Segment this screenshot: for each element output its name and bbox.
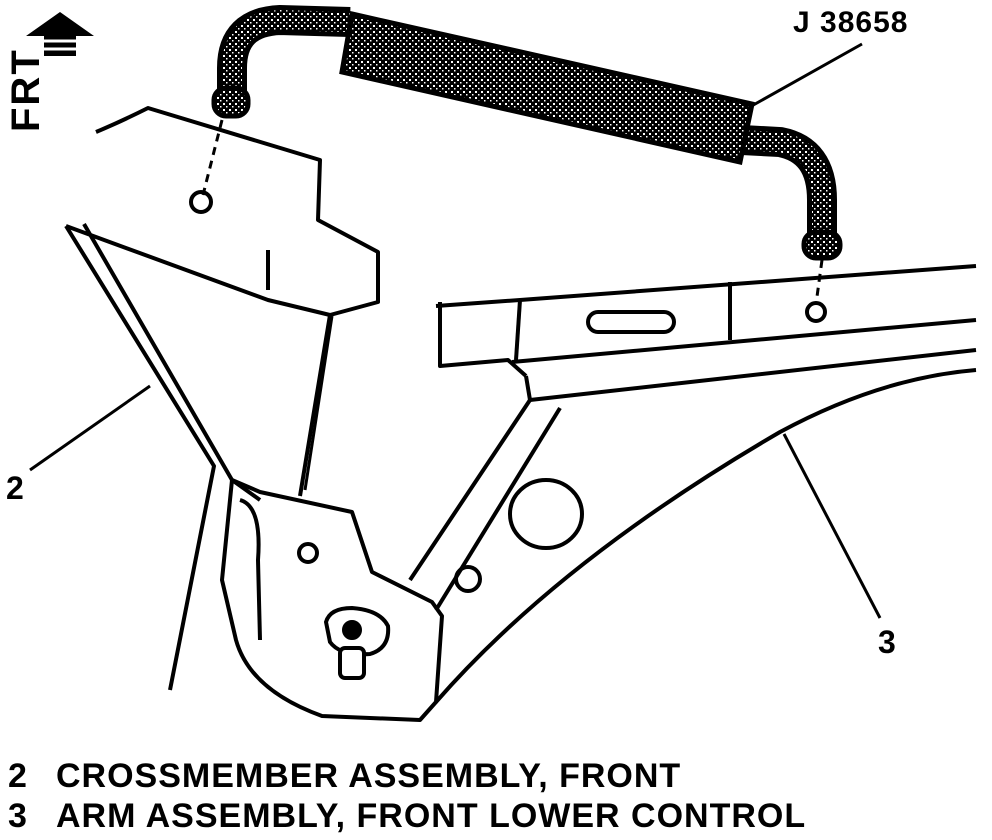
legend-row: 3 ARM ASSEMBLY, FRONT LOWER CONTROL — [8, 796, 806, 836]
legend-text: CROSSMEMBER ASSEMBLY, FRONT — [56, 757, 682, 795]
mounting-bolt-icon — [323, 605, 391, 680]
callout-control-arm: 3 — [878, 624, 896, 660]
legend-number: 3 — [8, 797, 28, 835]
callout-3-leader-line — [782, 433, 882, 619]
pin-dash-right — [814, 259, 824, 305]
callout-crossmember: 2 — [6, 470, 24, 506]
legend: 2 CROSSMEMBER ASSEMBLY, FRONT 3 ARM ASSE… — [8, 756, 806, 836]
legend-number: 2 — [8, 757, 28, 795]
legend-row: 2 CROSSMEMBER ASSEMBLY, FRONT — [8, 756, 806, 796]
front-arrow-icon — [26, 12, 94, 56]
gauge-tool — [211, 4, 843, 261]
frt-label: FRT — [4, 48, 48, 132]
tool-leader-line — [747, 42, 863, 110]
tool-label: J 38658 — [793, 6, 909, 39]
callout-2-leader-line — [29, 384, 151, 472]
lower-control-arm-assembly — [408, 264, 977, 704]
legend-text: ARM ASSEMBLY, FRONT LOWER CONTROL — [56, 797, 807, 835]
crossmember-assembly — [64, 106, 444, 722]
